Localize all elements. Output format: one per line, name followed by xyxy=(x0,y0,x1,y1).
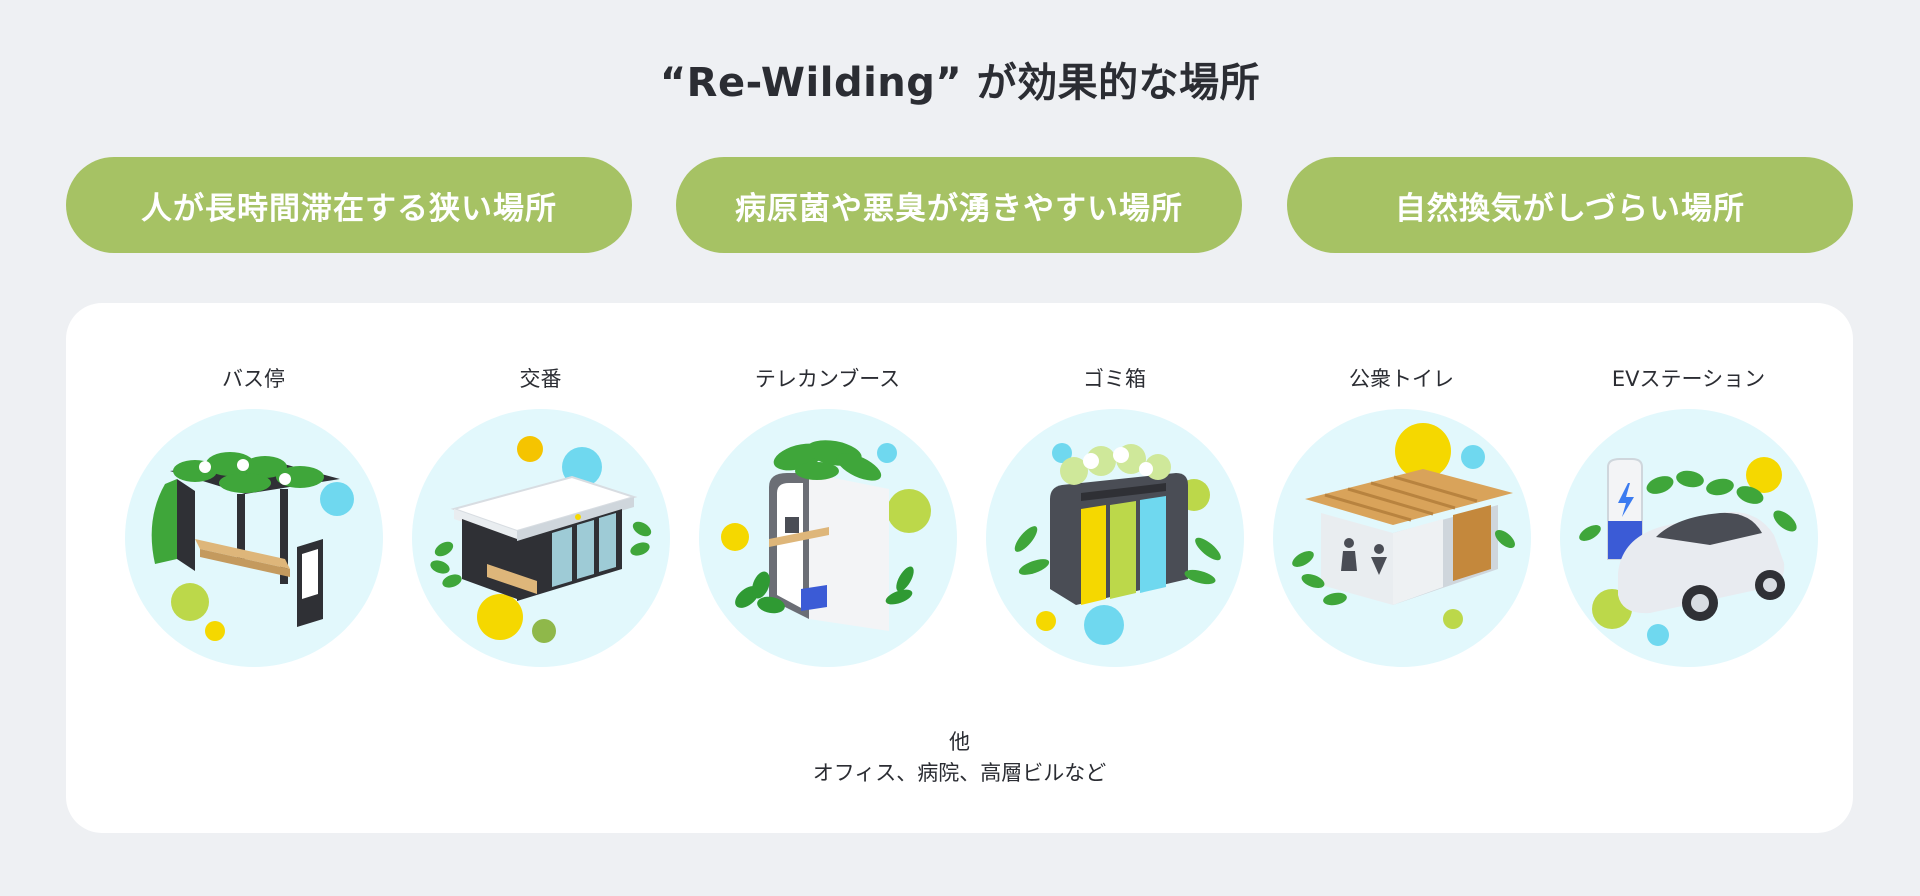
telecon-booth-icon xyxy=(698,409,957,667)
place-label: 公衆トイレ xyxy=(1349,367,1454,391)
police-box-icon xyxy=(411,409,670,667)
place-trash-bin: ゴミ箱 xyxy=(971,363,1258,667)
place-ev-station: EVステーション xyxy=(1545,363,1832,667)
places-card: バス停 xyxy=(66,303,1853,833)
place-public-toilet: 公衆トイレ xyxy=(1258,363,1545,667)
place-telecon-booth: テレカンブース xyxy=(684,363,971,667)
condition-pill-ventilation: 自然換気がしづらい場所 xyxy=(1287,157,1853,253)
other-places-note: 他 オフィス、病院、高層ビルなど xyxy=(66,727,1853,789)
bus-stop-icon xyxy=(124,409,383,667)
place-label: EVステーション xyxy=(1611,367,1766,391)
place-bus-stop: バス停 xyxy=(110,363,397,667)
other-label: 他 xyxy=(949,730,970,754)
place-label: 交番 xyxy=(519,367,562,391)
page-title: “Re-Wilding” が効果的な場所 xyxy=(659,60,1261,106)
place-police-box: 交番 xyxy=(397,363,684,667)
place-label: ゴミ箱 xyxy=(1083,367,1146,391)
condition-pill-long-stay: 人が長時間滞在する狭い場所 xyxy=(66,157,632,253)
place-label: バス停 xyxy=(222,367,285,391)
public-toilet-icon xyxy=(1272,409,1531,667)
condition-pill-odor: 病原菌や悪臭が湧きやすい場所 xyxy=(676,157,1242,253)
place-label: テレカンブース xyxy=(754,367,901,391)
other-examples: オフィス、病院、高層ビルなど xyxy=(812,761,1107,785)
trash-bin-icon xyxy=(985,409,1244,667)
ev-station-icon xyxy=(1559,409,1818,667)
